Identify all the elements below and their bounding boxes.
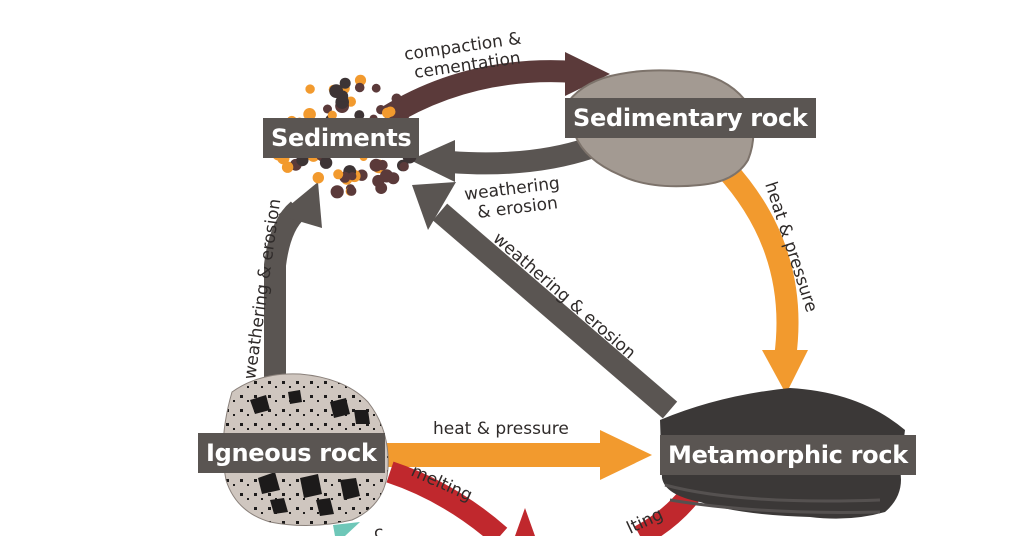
- heat-pressure-igneous-arrow: [385, 430, 652, 480]
- sediment-particle: [391, 93, 402, 104]
- sediment-particle: [354, 82, 365, 93]
- sediment-particle: [385, 106, 396, 117]
- sediment-particle: [380, 169, 394, 183]
- sediment-particle: [312, 172, 324, 184]
- weathering-sedimentary-arrow: [410, 137, 594, 182]
- sediment-particle: [399, 161, 409, 172]
- node-sedimentary-rock: Sedimentary rock: [565, 98, 816, 138]
- weathering-igneous-arrow: [264, 182, 322, 380]
- compaction-arrow: [379, 52, 610, 128]
- sediment-particle: [323, 104, 332, 114]
- teal-arrow-tip: [333, 522, 360, 536]
- sediment-particle: [319, 156, 333, 169]
- igneous-rock-crystals: [250, 390, 370, 516]
- weathering-metamorphic-arrow: [412, 182, 678, 419]
- node-igneous-rock: Igneous rock: [198, 433, 385, 473]
- sediment-particle: [329, 84, 344, 98]
- sediment-particle: [339, 77, 351, 89]
- sediment-particle: [327, 110, 337, 120]
- metamorphic-rock-layers: [664, 483, 881, 514]
- weathering-diagonal-label: weathering & erosion: [489, 229, 640, 364]
- sediment-particle: [346, 186, 357, 196]
- sediment-particle: [303, 108, 316, 121]
- sediment-particle: [371, 83, 381, 93]
- sediment-particle: [369, 158, 383, 172]
- heat-pressure-sedimentary-arrow: [716, 160, 808, 394]
- sediment-particle: [330, 185, 344, 199]
- partial-bottom-label: c: [374, 523, 383, 536]
- node-sediments: Sediments: [263, 118, 420, 158]
- node-metamorphic-rock: Metamorphic rock: [660, 435, 916, 475]
- sediment-particle: [354, 74, 367, 86]
- sediment-particle: [348, 172, 357, 181]
- sediment-particle: [281, 161, 294, 173]
- sediment-particle: [305, 84, 315, 94]
- melting-left-arrow: [386, 461, 508, 536]
- heat-pressure-bottom-label: heat & pressure: [433, 419, 569, 439]
- sediment-particle: [333, 169, 344, 180]
- sediment-particle: [375, 182, 388, 195]
- sediment-particle: [354, 110, 365, 121]
- melting-right-arrow: [515, 487, 699, 536]
